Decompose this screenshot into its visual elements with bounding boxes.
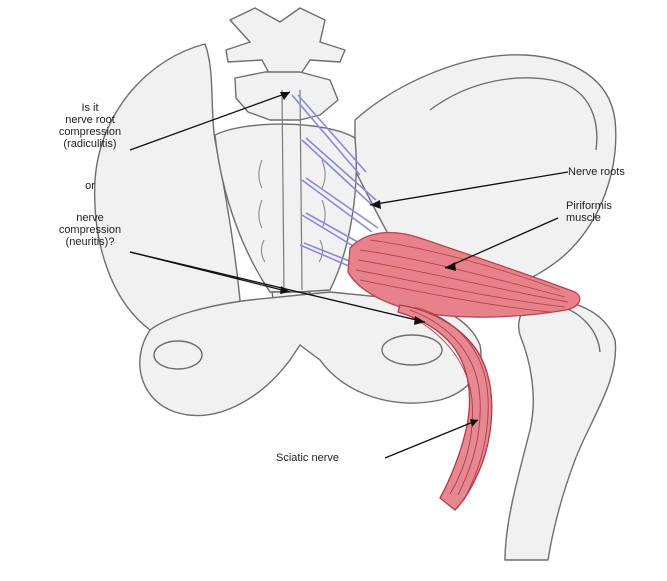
label-neuritis-line-2: compression [40,224,140,236]
label-radiculitis-question: Is it nerve root compression (radiculiti… [40,102,140,150]
label-neuritis-question: nerve compression (neuritis)? [40,212,140,248]
label-or: or [40,180,140,192]
label-piriformis-line-1: Piriformis [566,200,612,212]
label-neuritis-line-3: (neuritis)? [40,236,140,248]
label-sciatic-nerve: Sciatic nerve [276,452,339,464]
label-neuritis-line-1: nerve [40,212,140,224]
label-radiculitis-line-4: (radiculitis) [40,138,140,150]
left-obturator-foramen [154,341,202,369]
label-radiculitis-line-1: Is it [40,102,140,114]
label-piriformis-muscle: Piriformis muscle [566,200,612,224]
lumbar-vertebra-upper [226,8,345,75]
right-obturator-foramen [382,335,442,365]
label-nerve-roots: Nerve roots [568,166,625,178]
label-radiculitis-line-3: compression [40,126,140,138]
label-piriformis-line-2: muscle [566,212,612,224]
label-radiculitis-line-2: nerve root [40,114,140,126]
femur [505,300,616,560]
